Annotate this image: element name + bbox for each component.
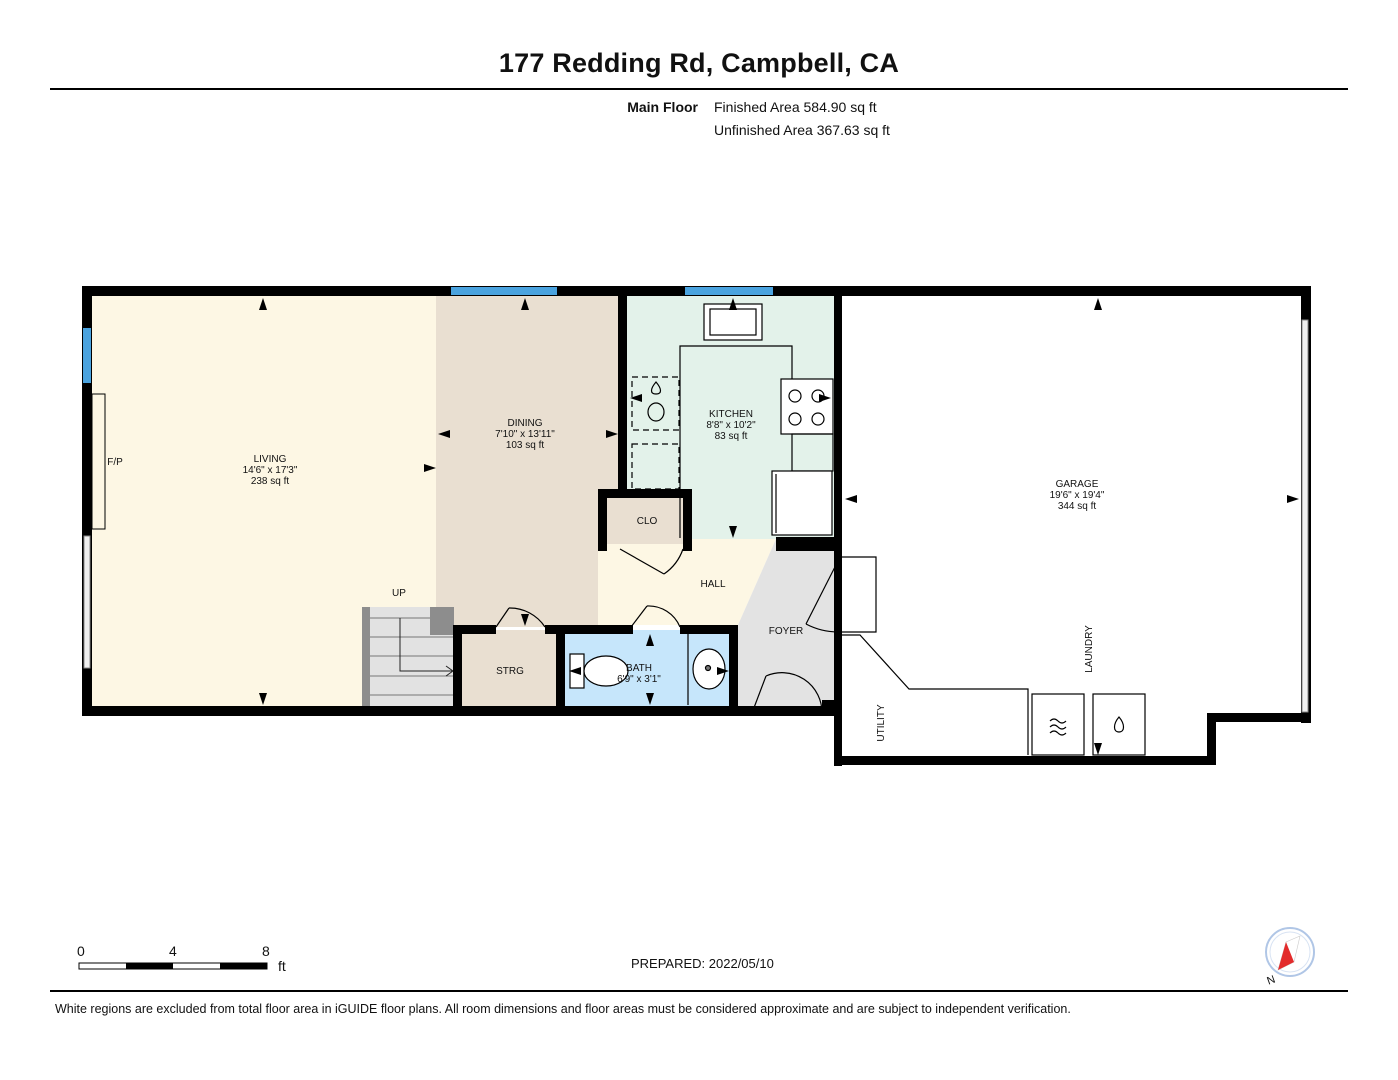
prepared-date: PREPARED: 2022/05/10 xyxy=(631,956,774,971)
garage-equipment xyxy=(842,634,1146,756)
bath-label: BATH xyxy=(626,663,652,674)
closet xyxy=(605,495,683,544)
kitchen-fixtures xyxy=(631,303,834,538)
stairs-label: UP xyxy=(392,588,406,599)
scale-tick-4: 4 xyxy=(169,943,177,959)
bath-dims: 6'9" x 3'1" xyxy=(617,674,661,685)
dining-area: 103 sq ft xyxy=(506,440,545,451)
finished-area: Finished Area 584.90 sq ft xyxy=(714,99,877,115)
garage-area: 344 sq ft xyxy=(1058,501,1097,512)
hall-label: HALL xyxy=(700,579,725,590)
compass-icon xyxy=(1265,927,1315,977)
kitchen-label: KITCHEN xyxy=(709,409,753,420)
living-label: LIVING xyxy=(254,454,287,465)
dining-dims: 7'10" x 13'11" xyxy=(495,429,555,440)
dimension-arrows xyxy=(259,298,1299,755)
floor-name: Main Floor xyxy=(627,99,698,115)
plan-title: 177 Redding Rd, Campbell, CA xyxy=(498,48,900,78)
storage-label: STRG xyxy=(496,666,524,677)
scale-unit: ft xyxy=(278,958,286,974)
dining-room xyxy=(436,294,623,627)
title-rule xyxy=(50,88,1348,90)
garage-dims: 19'6" x 19'4" xyxy=(1050,490,1105,501)
windows xyxy=(83,287,1309,713)
foyer xyxy=(738,539,838,714)
dining-label: DINING xyxy=(508,418,543,429)
scale-bar xyxy=(78,962,268,970)
kitchen-area: 83 sq ft xyxy=(715,431,748,442)
compass-north-label: N xyxy=(1265,974,1277,988)
utility-label: UTILITY xyxy=(876,704,887,742)
doors xyxy=(495,548,877,714)
scale-tick-0: 0 xyxy=(77,943,85,959)
footer-rule xyxy=(50,990,1348,992)
foyer-label: FOYER xyxy=(769,626,803,637)
disclaimer: White regions are excluded from total fl… xyxy=(55,1002,1071,1016)
living-dims: 14'6" x 17'3" xyxy=(243,465,298,476)
stair-direction-arrow xyxy=(399,618,452,672)
garage-label: GARAGE xyxy=(1056,479,1099,490)
stair-landing-post xyxy=(430,607,454,635)
scale-tick-8: 8 xyxy=(262,943,270,959)
laundry-label: LAUNDRY xyxy=(1084,625,1095,673)
unfinished-area: Unfinished Area 367.63 sq ft xyxy=(714,122,890,138)
storage-room xyxy=(458,630,558,708)
bath-fixtures xyxy=(569,634,726,705)
stair-rail xyxy=(362,607,370,710)
fireplace xyxy=(91,393,106,530)
kitchen-dims: 8'8" x 10'2" xyxy=(706,420,756,431)
fireplace-label: F/P xyxy=(107,457,123,468)
closet-label: CLO xyxy=(637,516,658,527)
hall xyxy=(598,539,776,625)
living-area: 238 sq ft xyxy=(251,476,290,487)
